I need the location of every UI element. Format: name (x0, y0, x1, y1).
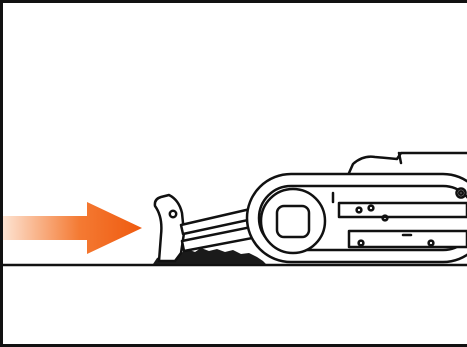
frame-bolt-inner (457, 189, 465, 197)
soil-pile (153, 248, 266, 264)
frame-rivet (427, 239, 435, 247)
blade-pin (168, 209, 178, 219)
engine-cover (347, 151, 467, 175)
track-frame (337, 201, 467, 219)
frame-bolt (455, 187, 467, 199)
idler-hub (275, 204, 311, 239)
bulldozer-diagram (3, 151, 467, 267)
bulldozer-icon (153, 151, 467, 264)
push-direction-arrow-icon (3, 202, 142, 254)
frame-rivet (367, 204, 375, 212)
frame-rivet (355, 206, 363, 214)
frame-rivet (357, 239, 365, 247)
exhaust-stack (397, 151, 403, 165)
track-frame-lower (347, 229, 467, 249)
dozer-blade (153, 193, 186, 263)
frame-rivet (381, 214, 389, 222)
